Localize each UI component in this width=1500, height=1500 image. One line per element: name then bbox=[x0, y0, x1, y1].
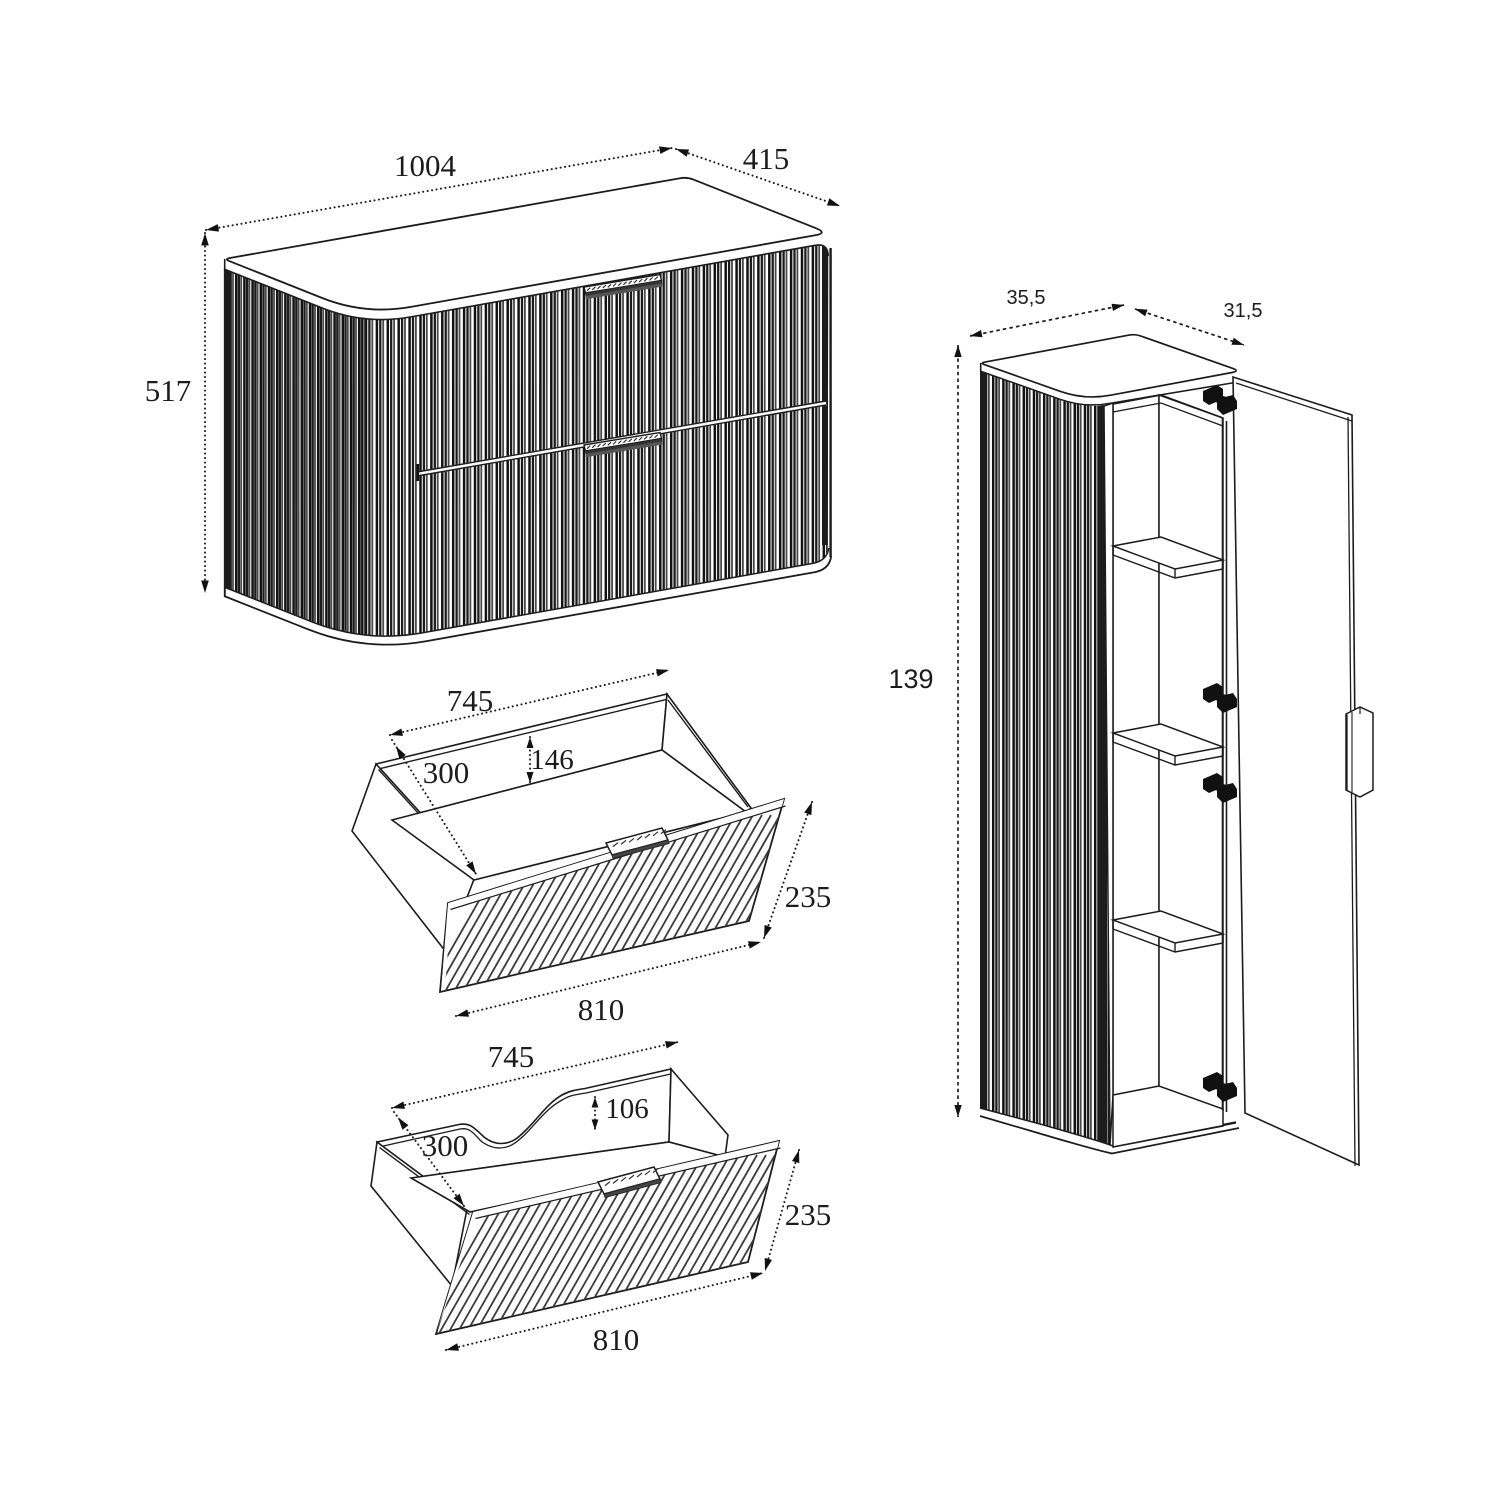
svg-text:35,5: 35,5 bbox=[1007, 287, 1046, 309]
svg-text:300: 300 bbox=[422, 1128, 469, 1163]
svg-text:106: 106 bbox=[605, 1093, 649, 1125]
svg-text:31,5: 31,5 bbox=[1224, 300, 1263, 322]
svg-text:1004: 1004 bbox=[394, 148, 457, 183]
svg-text:146: 146 bbox=[530, 744, 574, 776]
svg-text:235: 235 bbox=[785, 1197, 832, 1232]
svg-text:415: 415 bbox=[743, 141, 790, 176]
svg-text:235: 235 bbox=[785, 879, 832, 914]
svg-text:517: 517 bbox=[145, 373, 192, 408]
svg-text:139: 139 bbox=[888, 664, 933, 694]
svg-text:300: 300 bbox=[423, 755, 470, 790]
svg-text:810: 810 bbox=[593, 1322, 640, 1357]
svg-text:745: 745 bbox=[447, 683, 494, 718]
svg-text:810: 810 bbox=[578, 992, 625, 1027]
svg-text:745: 745 bbox=[488, 1039, 535, 1074]
